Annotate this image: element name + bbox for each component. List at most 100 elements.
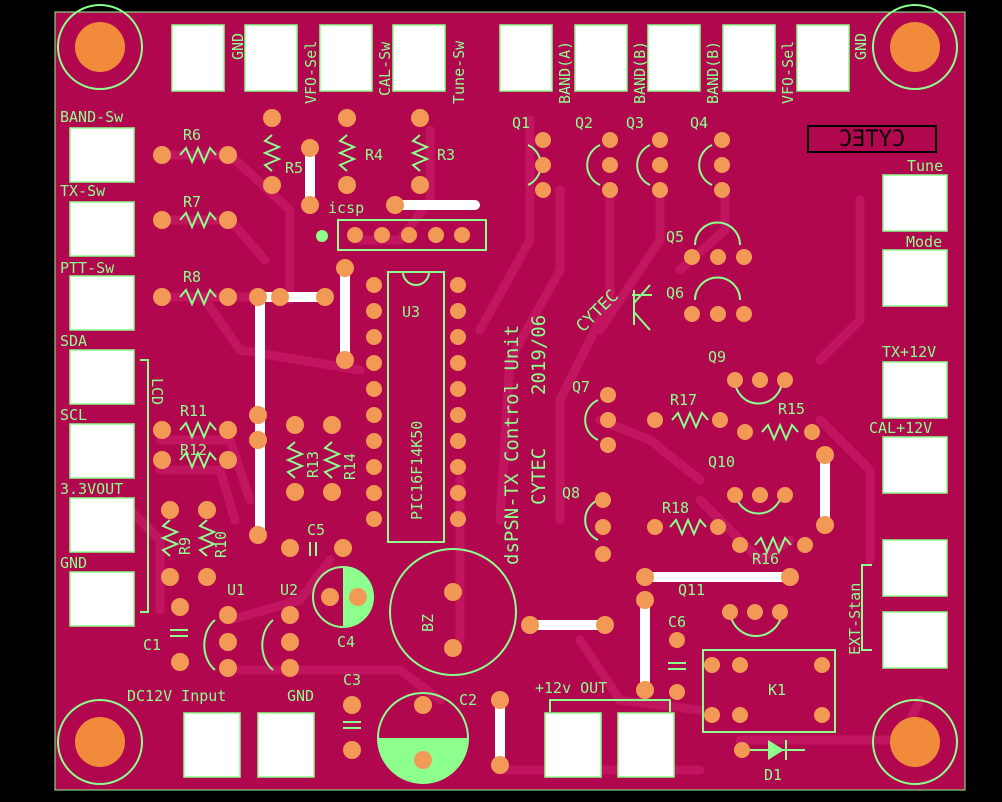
- board-title-group: dsPSN-TX Control Unit 2019/06 CYTEC: [501, 315, 550, 565]
- label-r15: R15: [778, 400, 805, 418]
- label-top-gnd-2: GND: [852, 33, 870, 60]
- label-q3: Q3: [626, 114, 644, 132]
- label-mode: Mode: [906, 233, 942, 251]
- mcu-pin: [450, 355, 466, 371]
- label-ext-stan: EXT-Stan: [846, 583, 864, 655]
- mcu-u3: U3 PIC16F14K50: [387, 271, 445, 543]
- top-connector-pads: [171, 24, 850, 92]
- mcu-pin: [366, 407, 382, 423]
- buzzer-outline: [389, 548, 517, 676]
- label-top-band-b2: BAND(B): [704, 41, 722, 104]
- label-top-cal-sw: CAL-Sw: [376, 41, 394, 96]
- label-top-vfo-sel: VFO-Sel: [302, 41, 320, 104]
- label-q6: Q6: [666, 284, 684, 302]
- label-r14: R14: [341, 453, 359, 480]
- regulator-outlines: [203, 619, 274, 671]
- label-12v-out: +12v OUT: [535, 679, 607, 697]
- label-c1: C1: [143, 636, 161, 654]
- label-r17: R17: [670, 391, 697, 409]
- left-connector-pads: [69, 127, 135, 627]
- label-r4: R4: [365, 146, 383, 164]
- label-left-gnd: GND: [60, 554, 87, 572]
- label-r11: R11: [180, 402, 207, 420]
- mcu-pin: [366, 303, 382, 319]
- label-bz: BZ: [419, 614, 437, 632]
- label-scl: SCL: [60, 406, 87, 424]
- pads: [153, 109, 834, 774]
- label-cal-12v: CAL+12V: [869, 419, 932, 437]
- mounting-hole-tl: [57, 4, 143, 90]
- mcu-pin: [366, 329, 382, 345]
- label-q1: Q1: [512, 114, 530, 132]
- label-d1: D1: [764, 766, 782, 784]
- mcu-pin: [450, 407, 466, 423]
- label-bottom-gnd: GND: [287, 687, 314, 705]
- logo-text: CYTEC: [839, 127, 905, 152]
- mcu-pin: [450, 433, 466, 449]
- mcu-pin: [366, 459, 382, 475]
- label-tune: Tune: [907, 157, 943, 175]
- mcu-pin: [450, 485, 466, 501]
- mcu-part: PIC16F14K50: [408, 421, 426, 520]
- label-top-vfo-sel-2: VFO-Sel: [779, 41, 797, 104]
- icsp-label: icsp: [328, 199, 364, 217]
- mcu-pins: [366, 277, 466, 527]
- mounting-hole-bl: [57, 699, 143, 785]
- resistor-symbols: [160, 134, 799, 557]
- label-sda: SDA: [60, 332, 87, 350]
- mounting-hole-tr: [872, 4, 958, 90]
- lcd-label: LCD: [148, 378, 166, 405]
- mcu-pin: [450, 303, 466, 319]
- label-c4: C4: [337, 633, 355, 651]
- mounting-hole-tl-pad: [75, 22, 125, 72]
- mounting-hole-br-pad: [890, 717, 940, 767]
- label-r5: R5: [285, 159, 303, 177]
- label-c3: C3: [343, 671, 361, 689]
- label-q10: Q10: [708, 453, 735, 471]
- label-q11: Q11: [678, 581, 705, 599]
- mcu-pin: [366, 381, 382, 397]
- bottom-connector-labels: DC12V Input GND +12v OUT: [127, 679, 607, 705]
- label-top-band-b1: BAND(B): [631, 41, 649, 104]
- label-3v3-out: 3.3VOUT: [60, 480, 123, 498]
- mcu-pin: [450, 277, 466, 293]
- right-connector-pads: [882, 174, 948, 669]
- label-k1: K1: [768, 681, 786, 699]
- label-ptt-sw: PTT-Sw: [60, 259, 115, 277]
- label-top-gnd: GND: [229, 33, 247, 60]
- label-u1: U1: [227, 581, 245, 599]
- label-r13: R13: [304, 451, 322, 478]
- label-u2: U2: [280, 581, 298, 599]
- label-r3: R3: [437, 146, 455, 164]
- bottom-connector-pads: [183, 712, 675, 778]
- mcu-ref: U3: [402, 303, 420, 321]
- label-r6: R6: [183, 126, 201, 144]
- label-r9: R9: [176, 537, 194, 555]
- label-top-band-a: BAND(A): [556, 41, 574, 104]
- mounting-hole-br: [872, 699, 958, 785]
- mounting-holes: [57, 4, 958, 785]
- mounting-hole-bl-pad: [75, 717, 125, 767]
- label-top-tune-sw: Tune-Sw: [450, 40, 468, 104]
- resistor-labels: R6 R7 R8 R5 R4 R3 R11 R12 R9 R10 R13 R14…: [176, 126, 805, 568]
- label-c5: C5: [307, 521, 325, 539]
- mcu-pin: [366, 511, 382, 527]
- mcu-pin: [450, 459, 466, 475]
- icsp-header: icsp: [316, 199, 487, 251]
- mcu-pin: [450, 381, 466, 397]
- label-q5: Q5: [666, 228, 684, 246]
- label-q8: Q8: [562, 484, 580, 502]
- mcu-pin: [366, 433, 382, 449]
- label-c6: C6: [668, 613, 686, 631]
- board-maker: CYTEC: [528, 448, 550, 505]
- label-q7: Q7: [572, 378, 590, 396]
- relay-outline: [702, 649, 836, 733]
- label-c2: C2: [459, 691, 477, 709]
- mcu-pin: [366, 355, 382, 371]
- diode-symbol: [745, 740, 805, 760]
- label-r10: R10: [212, 531, 230, 558]
- right-connector-labels: Tune Mode TX+12V CAL+12V EXT-Stan: [846, 157, 943, 655]
- label-r8: R8: [183, 268, 201, 286]
- label-dc12v-input: DC12V Input: [127, 687, 226, 705]
- mcu-pin: [366, 485, 382, 501]
